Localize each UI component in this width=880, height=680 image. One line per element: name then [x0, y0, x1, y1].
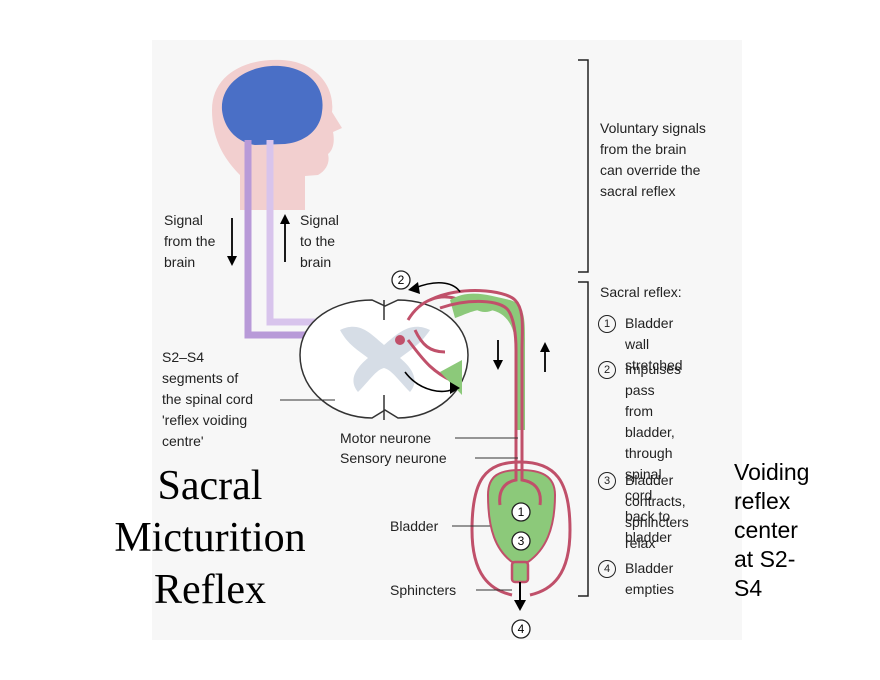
- marker-2-circle: [391, 270, 411, 290]
- step-4-number: 4: [598, 560, 616, 578]
- up-arrowhead: [280, 214, 290, 224]
- step-2-number: 2: [598, 361, 616, 379]
- urethra-arrowhead: [514, 600, 526, 611]
- step-1-number: 1: [598, 315, 616, 333]
- curved-arrowhead: [408, 282, 420, 294]
- cord-neuron-body: [395, 335, 405, 345]
- signal-from-brain-label: Signal from the brain: [164, 212, 216, 270]
- step-3-number: 3: [598, 472, 616, 490]
- segments-label: S2–S4 segments of the spinal cord 'refle…: [162, 349, 254, 449]
- bladder-label: Bladder: [390, 518, 439, 534]
- sensory-neurone-label: Sensory neurone: [340, 450, 447, 466]
- signal-to-brain-label: Signal to the brain: [300, 212, 339, 270]
- step-2-text: Impulses pass from bladder, through spin…: [625, 361, 682, 545]
- bladder-outline-nerve: [470, 460, 572, 597]
- slide-title: Sacral Micturition Reflex: [114, 463, 306, 613]
- step-4-text: Bladder empties: [625, 560, 675, 597]
- cord-arrowhead-up: [540, 342, 550, 352]
- sphincters-label: Sphincters: [390, 582, 457, 598]
- marker-4-circle: [511, 619, 531, 639]
- sphincter: [510, 560, 530, 584]
- marker-4: 4: [518, 622, 525, 636]
- marker-1-circle: [511, 502, 531, 522]
- voluntary-bracket: [578, 59, 589, 273]
- motor-neurone-label: Motor neurone: [340, 430, 432, 446]
- marker-2: 2: [398, 273, 405, 287]
- down-arrowhead: [227, 256, 237, 266]
- cord-arrowhead-down: [493, 360, 503, 370]
- curved-arrow: [414, 281, 461, 293]
- marker-3: 3: [518, 534, 525, 548]
- bladder-nerve-branches: [498, 460, 542, 506]
- marker-3-circle: [511, 531, 531, 551]
- voluntary-label: Voluntary signals from the brain can ove…: [600, 120, 706, 199]
- return-arrowhead: [450, 382, 460, 394]
- nerve-fibres: [429, 289, 524, 460]
- reflex-bracket: [578, 281, 589, 597]
- side-note: Voiding reflex center at S2- S4: [734, 459, 810, 601]
- sacral-reflex-heading: Sacral reflex:: [600, 284, 682, 300]
- brain: [221, 65, 323, 145]
- marker-1: 1: [518, 505, 525, 519]
- step-1-text: Bladder wall stretched: [625, 315, 683, 373]
- step-3-text: Bladder contracts, sphincters relax: [625, 472, 689, 551]
